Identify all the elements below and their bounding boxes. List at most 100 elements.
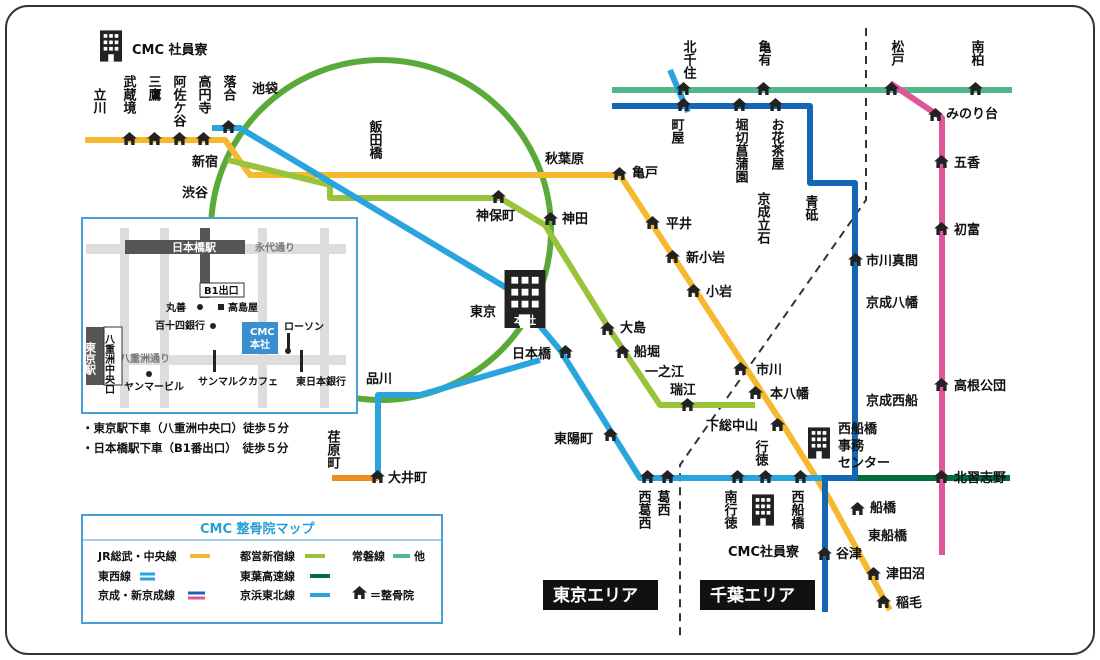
inset-yaesu-dori: 八重洲通り	[119, 352, 170, 365]
station-inage: 稲毛	[896, 595, 922, 611]
clinic-icon	[793, 470, 808, 483]
station-ichikawamama: 市川真間	[866, 253, 918, 269]
line-keihin-tohoku	[375, 357, 541, 480]
clinic-icon	[758, 470, 773, 483]
station-tokyo: 東京	[470, 304, 496, 320]
inset-takashimaya: 高島屋	[228, 301, 258, 314]
clinic-icon	[370, 470, 385, 483]
station-shinkoiwa: 新小岩	[686, 250, 725, 266]
clinic-icon	[196, 132, 211, 145]
station-koenji: 高円寺	[196, 74, 212, 115]
headquarters-label: 本社	[514, 313, 536, 327]
legend-joban: 常磐線	[352, 549, 385, 563]
station-takanedai: 高根公団	[954, 378, 1006, 394]
station-nishikasai: 西葛西	[636, 490, 653, 530]
station-shinagawa: 品川	[366, 372, 392, 387]
inset-eitai-dori: 永代通り	[254, 241, 295, 254]
clinic-icon	[221, 120, 236, 133]
clinic-icon	[730, 470, 745, 483]
inset-b1-exit: B1出口	[204, 284, 239, 297]
legend-keiyo: 東葉高速線	[240, 569, 295, 583]
station-kanda: 神田	[562, 211, 588, 227]
clinic-icon	[850, 502, 865, 515]
station-oimachi: 大井町	[388, 470, 427, 486]
map-frame	[5, 5, 1095, 655]
station-matsudo: 松戸	[889, 39, 905, 67]
station-shinjuku: 新宿	[192, 154, 218, 170]
station-nihombashi: 日本橋	[512, 346, 552, 362]
station-tsudanuma: 津田沼	[886, 566, 925, 582]
station-ochiai: 落合	[221, 74, 237, 102]
legend-jr: JR総武・中央線	[97, 549, 177, 563]
clinic-icon	[147, 132, 162, 145]
station-ojima: 大島	[620, 320, 646, 336]
inset-tokyo-station: 東京駅	[84, 341, 98, 376]
clinic-icon	[732, 98, 747, 111]
legend-tozai: 東西線	[98, 569, 131, 583]
inset-yanmar-bldg: ヤンマービル	[124, 380, 184, 393]
station-minoridai: みのり台	[946, 106, 998, 122]
station-minamigyotoku: 南行徳	[722, 489, 739, 530]
line-keisei	[612, 103, 858, 612]
legend-clinic: ＝整骨院	[370, 588, 414, 602]
station-koiwa: 小岩	[706, 284, 732, 300]
station-shibuya: 渋谷	[182, 185, 209, 201]
dorm-building-icon	[100, 30, 122, 62]
station-musashisakai: 武蔵境	[121, 74, 137, 115]
inset-cmc-line1: CMC	[250, 327, 275, 338]
area-tokyo: 東京エリア	[553, 585, 638, 606]
station-kasai: 葛西	[655, 489, 672, 517]
station-toyocho: 東陽町	[554, 431, 593, 447]
line-shin-keisei	[888, 80, 945, 555]
station-keiseiyawata: 京成八幡	[866, 295, 918, 311]
inset-cmc-line2: 本社	[250, 338, 270, 351]
inset-map: 日本橋駅 永代通り B1出口 丸善 高島屋 百十四銀行 CMC 本社 ローソン …	[81, 217, 358, 414]
legend: CMC 整骨院マップ JR総武・中央線 都営新宿線 常磐線 他 東西線 東葉高速…	[81, 514, 443, 624]
station-tachikawa: 立川	[91, 87, 108, 114]
station-horikiri: 堀切菖蒲園	[733, 118, 749, 184]
note-nihombashi-station: ・日本橋駅下車（B1番出口） 徒歩５分	[82, 441, 289, 455]
station-shimosanakayama: 下総中山	[706, 418, 758, 434]
line-toei-shinjuku	[227, 157, 755, 408]
legend-keisei: 京成・新京成線	[98, 588, 175, 602]
station-funabashi: 船橋	[870, 500, 897, 516]
clinic-icon	[680, 398, 695, 411]
station-motoyawata: 本八幡	[770, 386, 809, 402]
office-center-line2: 事務	[838, 438, 865, 454]
inset-yaesu-exit: 八重洲中央口	[103, 334, 116, 394]
station-akihabara: 秋葉原	[545, 151, 584, 167]
station-hatsutomi: 初富	[954, 222, 980, 238]
inset-nihombashi-station: 日本橋駅	[172, 240, 216, 254]
station-yatsu: 谷津	[836, 546, 862, 562]
inset-sunmarc-cafe: サンマルクカフェ	[198, 376, 278, 388]
station-keiseinishifunabashi: 京成西船	[866, 393, 918, 409]
station-jimbocho: 神保町	[476, 208, 515, 224]
station-kitanarashino: 北習志野	[954, 470, 1006, 486]
clinic-icon	[768, 98, 783, 111]
station-ikebukuro: 池袋	[252, 81, 279, 97]
clinic-icon	[968, 82, 983, 95]
station-minamikashiwa: 南柏	[969, 39, 985, 67]
inset-maruzen: 丸善	[165, 301, 186, 314]
area-chiba: 千葉エリア	[710, 585, 795, 606]
legend-other: 他	[413, 549, 425, 563]
station-asagaya: 阿佐ケ谷	[171, 75, 188, 128]
office-center-line1: 西船橋	[838, 421, 878, 437]
station-iidabashi: 飯田橋	[367, 119, 384, 160]
station-ichinoe: 一之江	[645, 364, 684, 380]
inset-higashi-nihon-bank: 東日本銀行	[296, 375, 346, 388]
clinic-icon	[756, 82, 771, 95]
station-nishifunabashi: 西船橋	[789, 490, 805, 530]
legend-toei: 都営新宿線	[239, 549, 295, 563]
note-tokyo-station: ・東京駅下車（八重洲中央口）徒歩５分	[82, 421, 289, 435]
station-gyotoku: 行徳	[753, 439, 770, 467]
area-divider	[679, 28, 867, 640]
station-keiseitateishi: 京成立石	[755, 191, 772, 245]
legend-title: CMC 整骨院マップ	[200, 521, 316, 537]
station-mizue: 瑞江	[670, 382, 696, 398]
clinic-icon	[640, 470, 655, 483]
station-kameari: 亀有	[756, 39, 772, 67]
dorm-top-label: CMC 社員寮	[132, 42, 209, 58]
office-center-building-icon	[808, 427, 830, 459]
